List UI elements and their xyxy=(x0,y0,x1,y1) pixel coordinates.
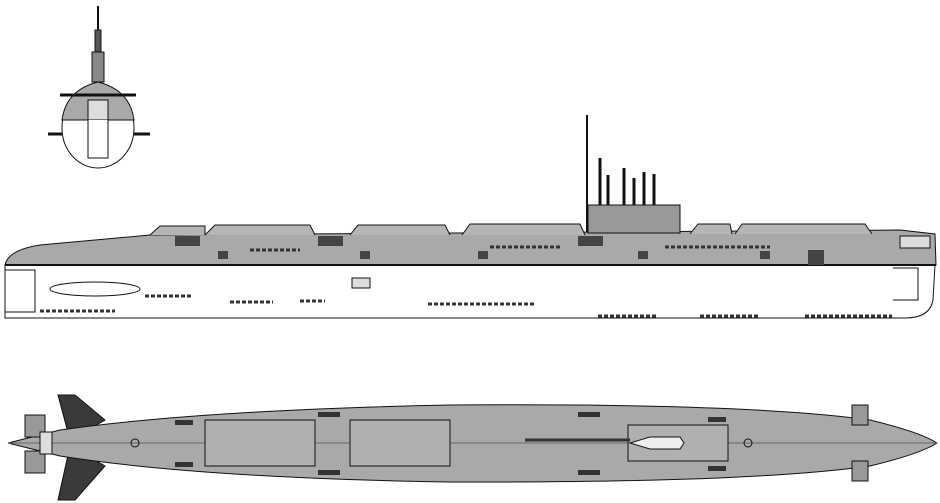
side-lower-hull xyxy=(4,264,936,319)
top-sail xyxy=(628,436,685,450)
top-view xyxy=(7,394,938,501)
deck-hatches xyxy=(149,223,873,236)
side-rudder xyxy=(49,281,141,297)
masts xyxy=(598,158,656,205)
side-deck xyxy=(4,229,937,266)
side-view xyxy=(4,115,937,319)
bow-plane-top xyxy=(851,404,869,426)
front-view xyxy=(48,6,150,169)
bow-plane-bottom xyxy=(851,460,869,482)
front-sail xyxy=(91,51,105,83)
side-sail xyxy=(587,204,681,234)
